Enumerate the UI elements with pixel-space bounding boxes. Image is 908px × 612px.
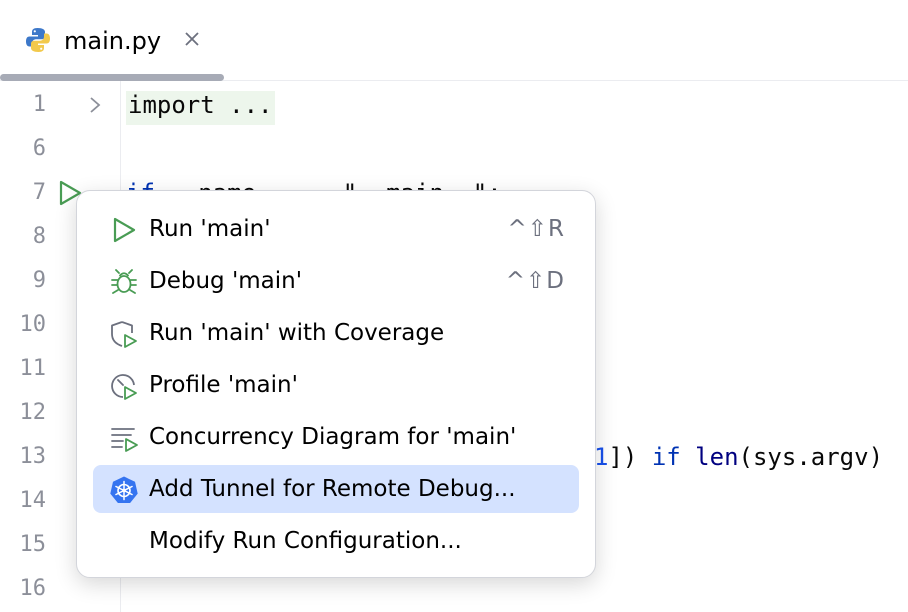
menu-item-label: Run 'main' with Coverage [149, 320, 445, 346]
menu-item-label: Debug 'main' [149, 268, 303, 294]
menu-item-label: Run 'main' [149, 216, 271, 242]
chevron-right-icon[interactable] [86, 95, 104, 115]
line-number: 15 [19, 532, 47, 557]
menu-item-debug[interactable]: Debug 'main' ^⇧D [93, 257, 579, 305]
keyword: if [651, 443, 681, 471]
line-number: 13 [19, 444, 47, 469]
menu-item-run[interactable]: Run 'main' ^⇧R [93, 205, 579, 253]
menu-item-run-coverage[interactable]: Run 'main' with Coverage [93, 309, 579, 357]
line-number: 14 [19, 488, 47, 513]
folded-imports[interactable]: import ... [126, 91, 275, 125]
profile-icon [111, 374, 137, 400]
active-tab-indicator [0, 74, 224, 81]
shortcut-label: ^⇧D [505, 268, 565, 294]
line-number: 12 [19, 400, 47, 425]
shortcut-label: ^⇧R [507, 216, 565, 242]
python-file-icon [26, 28, 50, 52]
concurrency-icon [111, 428, 138, 452]
run-context-menu: Run 'main' ^⇧R Debug 'main' ^⇧D Run 'mai… [76, 190, 596, 578]
line-number: 7 [32, 180, 46, 205]
line-number: 16 [19, 576, 47, 601]
editor-tab-bar: main.py [0, 0, 908, 81]
menu-item-modify-run-configuration[interactable]: Modify Run Configuration... [93, 517, 579, 565]
line-number: 1 [32, 92, 46, 117]
coverage-icon [111, 321, 137, 348]
debug-icon [111, 269, 137, 294]
builtin-function: len [695, 443, 739, 471]
run-icon [113, 217, 136, 243]
line-number: 6 [32, 136, 46, 161]
line-number: 11 [19, 356, 47, 381]
code-line-1[interactable]: import ... [126, 90, 275, 125]
run-gutter-icon[interactable] [56, 179, 84, 207]
menu-item-concurrency-diagram[interactable]: Concurrency Diagram for 'main' [93, 413, 579, 461]
line-number: 8 [32, 224, 46, 249]
tab-title: main.py [64, 27, 162, 55]
menu-item-label: Profile 'main' [149, 372, 298, 398]
menu-item-label: Modify Run Configuration... [149, 528, 462, 554]
menu-item-label: Concurrency Diagram for 'main' [149, 424, 517, 450]
line-number: 9 [32, 268, 46, 293]
kubernetes-icon [110, 476, 138, 503]
menu-item-label: Add Tunnel for Remote Debug... [149, 476, 516, 502]
code-text: (sys.argv) [738, 443, 884, 471]
code-line-13[interactable]: 1]) if len(sys.argv) [594, 442, 883, 472]
menu-item-profile[interactable]: Profile 'main' [93, 361, 579, 409]
menu-item-add-tunnel[interactable]: Add Tunnel for Remote Debug... [93, 465, 579, 513]
tab-main-py[interactable]: main.py [0, 0, 224, 81]
number-literal: 1 [594, 443, 609, 471]
line-number: 10 [19, 312, 47, 337]
code-text: ]) [608, 443, 652, 471]
close-tab-icon[interactable] [183, 30, 201, 48]
